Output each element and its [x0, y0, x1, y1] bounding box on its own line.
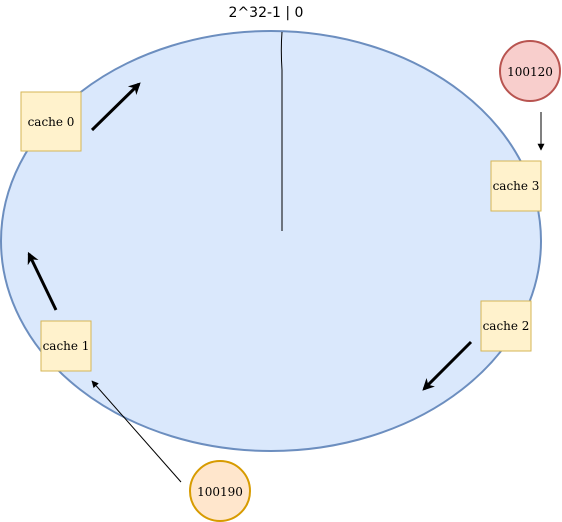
cache-node-label: cache 3 [493, 179, 540, 193]
cache-node-label: cache 1 [43, 339, 90, 353]
key-node-label: 100190 [197, 485, 243, 499]
key-node-100190[interactable]: 100190 [189, 460, 251, 522]
hash-ring [0, 30, 542, 452]
clockwise-arrow-top-left [90, 82, 141, 132]
cache-node-2[interactable]: cache 2 [480, 300, 532, 352]
cache-node-label: cache 0 [28, 115, 75, 129]
cache-node-0[interactable]: cache 0 [20, 91, 82, 152]
key-node-label: 100120 [507, 65, 553, 79]
ring-origin-label: 2^32-1 | 0 [229, 5, 304, 21]
key-100190-arrow [91, 380, 182, 483]
cache-node-label: cache 2 [483, 319, 530, 333]
cache-node-3[interactable]: cache 3 [490, 160, 542, 212]
key-node-100120[interactable]: 100120 [499, 40, 561, 102]
clockwise-arrow-left [27, 251, 58, 311]
cache-node-1[interactable]: cache 1 [40, 320, 92, 372]
clockwise-arrow-bottom-right [422, 340, 473, 391]
ring-origin-line [280, 31, 283, 231]
